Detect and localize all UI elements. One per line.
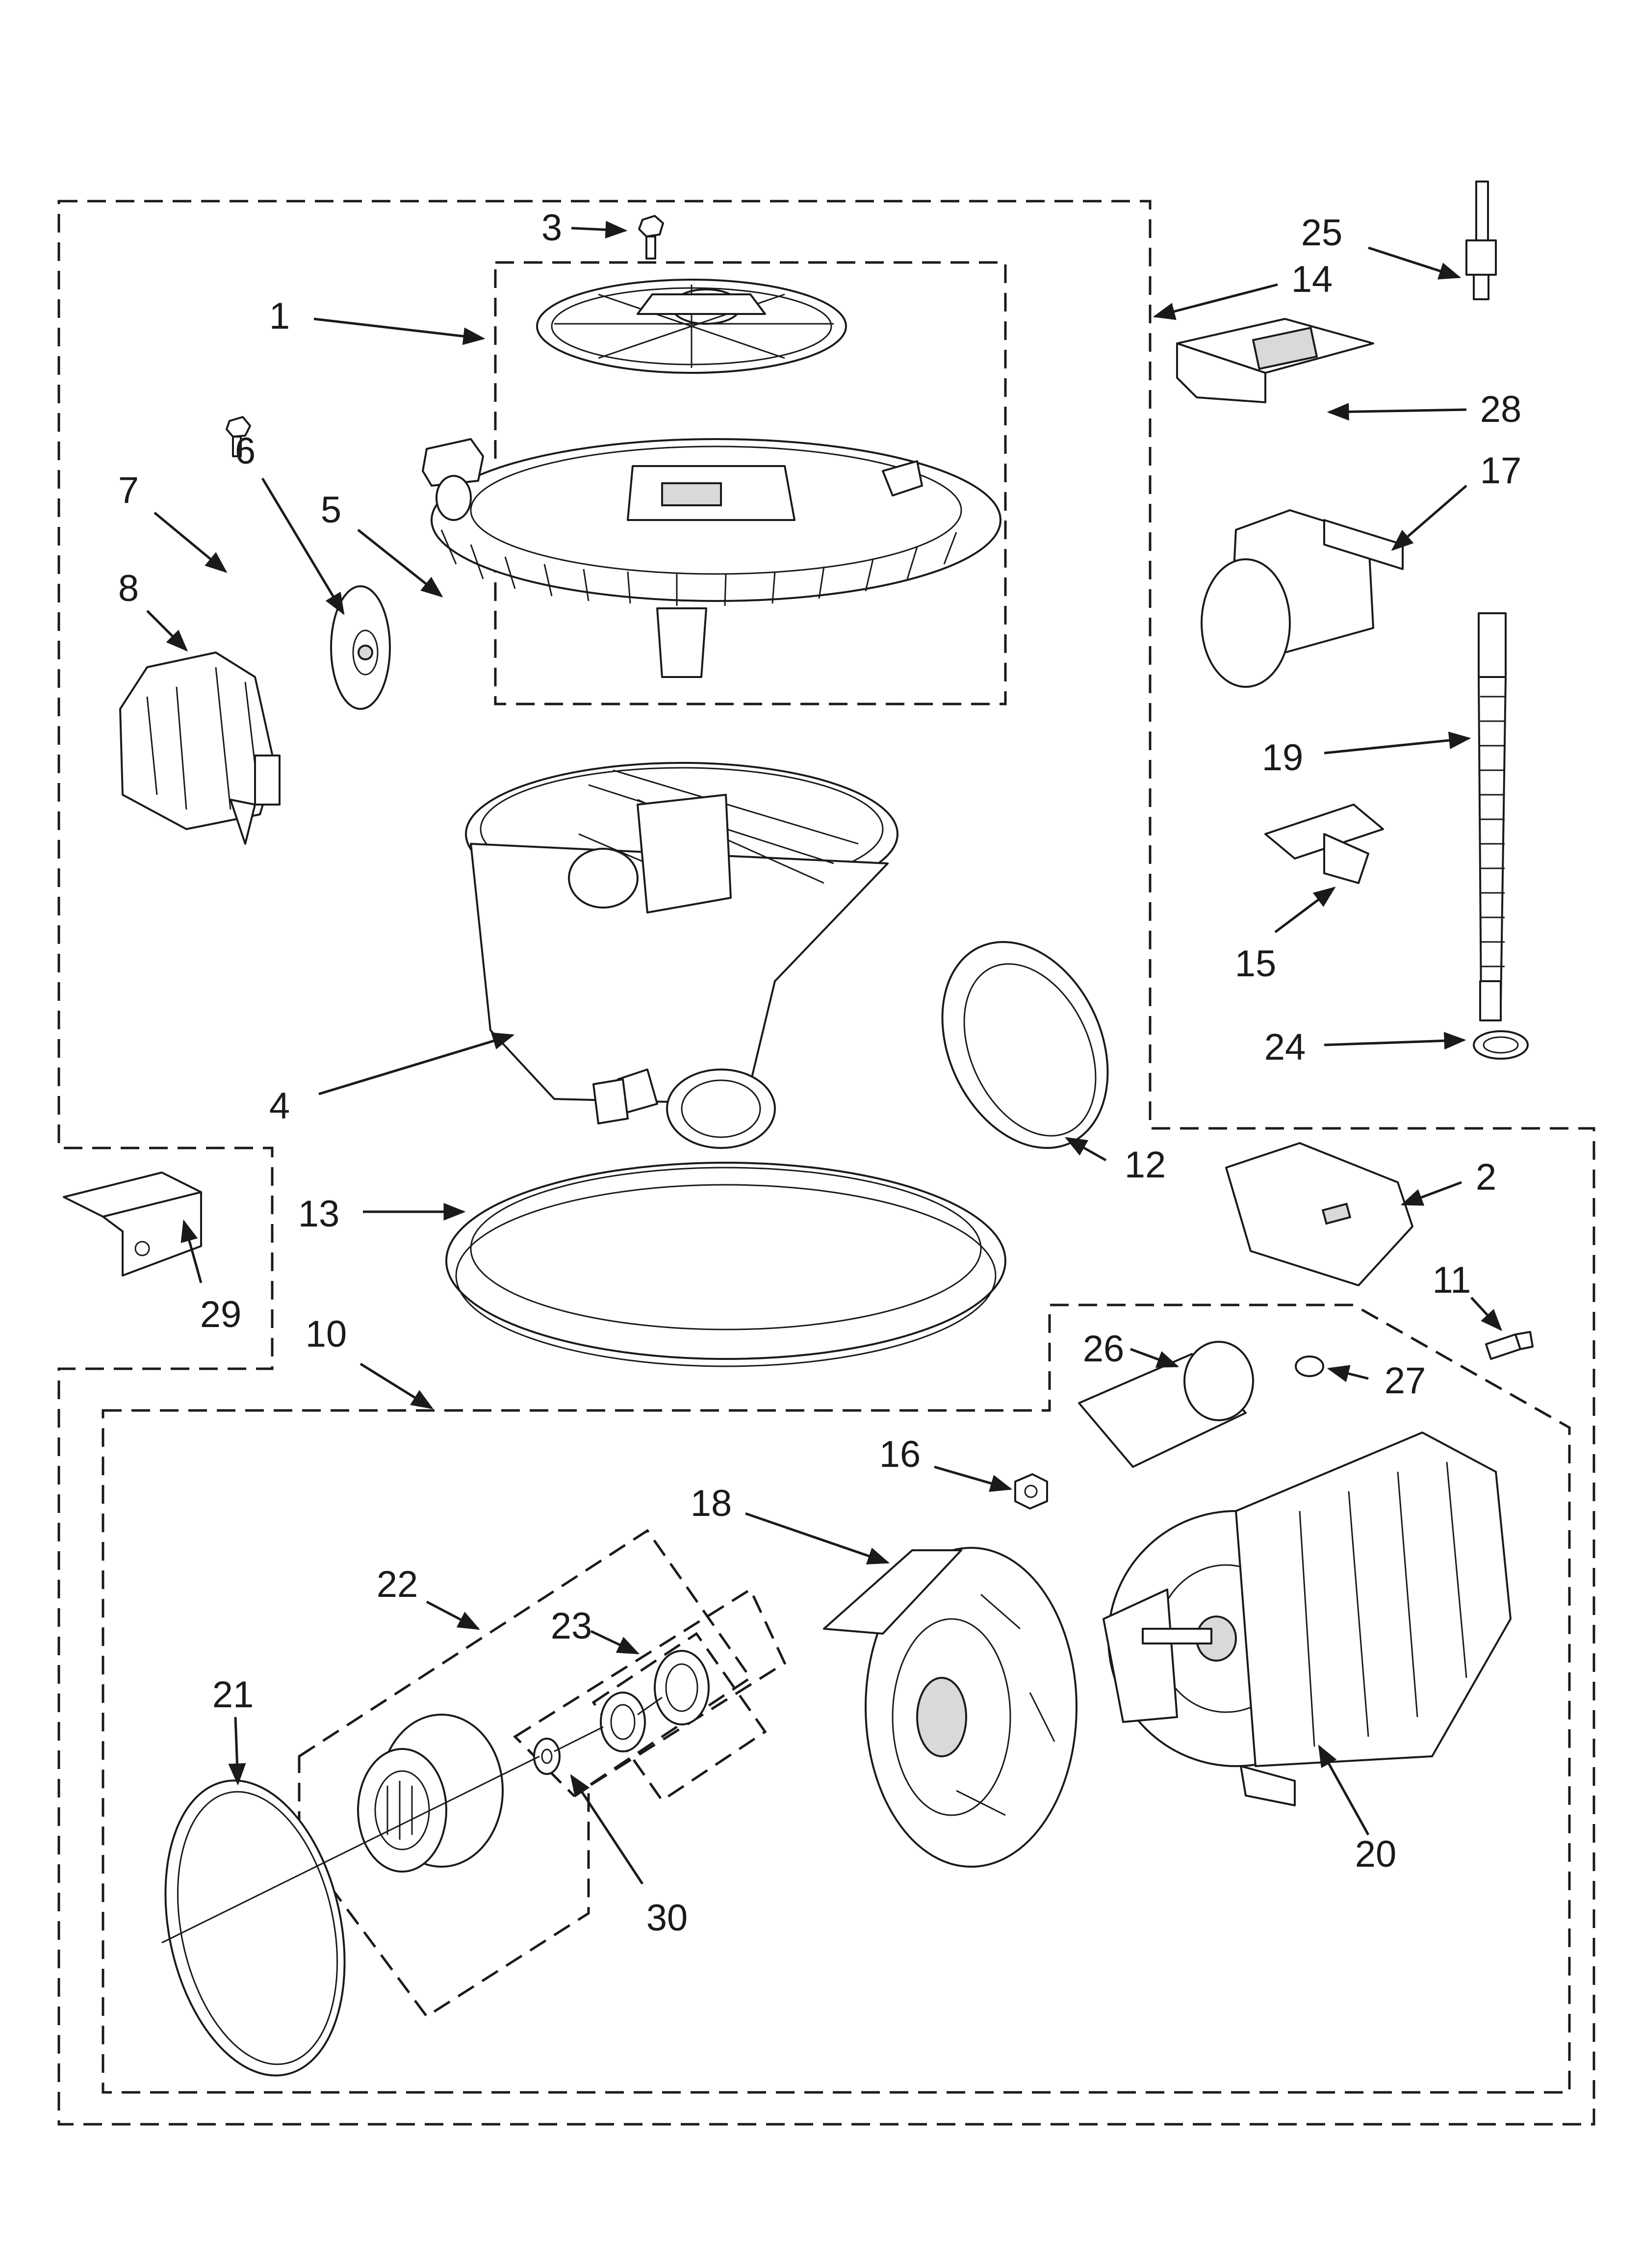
filter-assembly-part-1 [431, 279, 1001, 678]
callout-labels: 1 2 3 4 5 6 7 8 10 11 12 13 14 15 16 17 … [118, 207, 1521, 1939]
callout-10: 10 [306, 1313, 347, 1355]
callout-4: 4 [269, 1085, 290, 1127]
ring-part-12 [941, 941, 1109, 1149]
screw-part-7 [226, 416, 251, 457]
seal-part-23 [600, 1650, 710, 1752]
leader-arrows [146, 221, 1503, 1885]
part-17-valve [1201, 509, 1404, 688]
leader-12 [1065, 1137, 1107, 1162]
leader-1 [313, 317, 486, 345]
leader-29 [180, 1219, 203, 1283]
callout-23: 23 [551, 1605, 592, 1647]
leader-24 [1324, 1032, 1466, 1050]
callout-19: 19 [1262, 737, 1304, 779]
leader-15 [1274, 886, 1336, 933]
leader-18 [745, 1512, 890, 1564]
callout-15: 15 [1235, 943, 1277, 985]
leader-10 [359, 1362, 434, 1409]
callout-13: 13 [298, 1193, 340, 1235]
callout-12: 12 [1125, 1144, 1166, 1186]
leader-4 [318, 1032, 515, 1095]
part-25-sensor [1465, 181, 1497, 300]
washer-part-30 [533, 1738, 561, 1775]
callout-3: 3 [541, 207, 562, 249]
callout-27: 27 [1385, 1360, 1426, 1402]
callout-11: 11 [1433, 1259, 1471, 1301]
pump-motor-frame [102, 1303, 1571, 2094]
callout-26: 26 [1083, 1328, 1125, 1370]
part-5-clip [422, 438, 484, 521]
part-8-housing [119, 652, 281, 845]
leader-7 [154, 512, 228, 573]
leader-11 [1470, 1297, 1503, 1331]
leader-27 [1327, 1365, 1369, 1382]
bracket-part-29 [63, 1172, 202, 1277]
leader-16 [934, 1465, 1013, 1492]
callout-7: 7 [118, 469, 139, 511]
callout-30: 30 [646, 1897, 688, 1939]
part-15-latch [1264, 804, 1384, 884]
seal-small-frame [591, 1632, 767, 1802]
upper-assembly-frame [57, 200, 1595, 2126]
nut-part-16 [1014, 1473, 1048, 1510]
callout-2: 2 [1476, 1156, 1496, 1198]
part-28-cover [1176, 318, 1374, 403]
leader-19 [1324, 731, 1471, 755]
leader-22 [426, 1600, 480, 1630]
leader-3 [571, 221, 628, 239]
leader-17 [1391, 485, 1467, 551]
part-6-disc [330, 585, 391, 710]
pump-housing-part-18 [823, 1547, 1078, 1868]
callout-18: 18 [691, 1483, 732, 1524]
capacitor-part-26 [1078, 1341, 1254, 1468]
callout-28: 28 [1480, 389, 1522, 430]
leader-2 [1400, 1181, 1462, 1206]
seal-part-13 [445, 1162, 1006, 1367]
part-19-hose [1478, 612, 1507, 1021]
callout-21: 21 [212, 1674, 254, 1716]
impeller-part-22 [357, 1714, 504, 1873]
leader-20 [1318, 1745, 1370, 1836]
leader-23 [590, 1630, 640, 1655]
callout-8: 8 [118, 568, 139, 609]
callout-16: 16 [879, 1434, 921, 1475]
leader-6 [261, 477, 345, 615]
leader-25 [1368, 246, 1462, 280]
seal-inner-frame [513, 1588, 787, 1798]
washer-part-27 [1295, 1356, 1324, 1377]
callout-14: 14 [1291, 259, 1333, 300]
callout-5: 5 [321, 489, 341, 531]
leader-8 [146, 610, 188, 652]
callout-20: 20 [1355, 1833, 1397, 1875]
screw-part-3 [638, 215, 664, 260]
leader-30 [570, 1774, 644, 1885]
leader-26 [1130, 1348, 1180, 1368]
callout-22: 22 [377, 1564, 418, 1605]
part-2-cover [1225, 1142, 1413, 1286]
sump-part-4 [465, 762, 898, 1149]
callout-17: 17 [1480, 450, 1522, 492]
leader-28 [1327, 403, 1467, 421]
leader-14 [1153, 283, 1278, 320]
part-24-clamp [1473, 1030, 1529, 1060]
callout-24: 24 [1264, 1026, 1306, 1068]
callout-1: 1 [269, 295, 290, 337]
gasket-part-21 [164, 1779, 346, 2077]
callout-29: 29 [200, 1294, 242, 1335]
callout-25: 25 [1301, 212, 1343, 254]
callout-6: 6 [235, 430, 256, 472]
assembly-guide-lines [161, 1696, 663, 1944]
screw-part-11 [1485, 1331, 1534, 1360]
motor-part-20 [1103, 1432, 1512, 1806]
leader-21 [228, 1717, 246, 1786]
leader-5 [357, 529, 443, 598]
